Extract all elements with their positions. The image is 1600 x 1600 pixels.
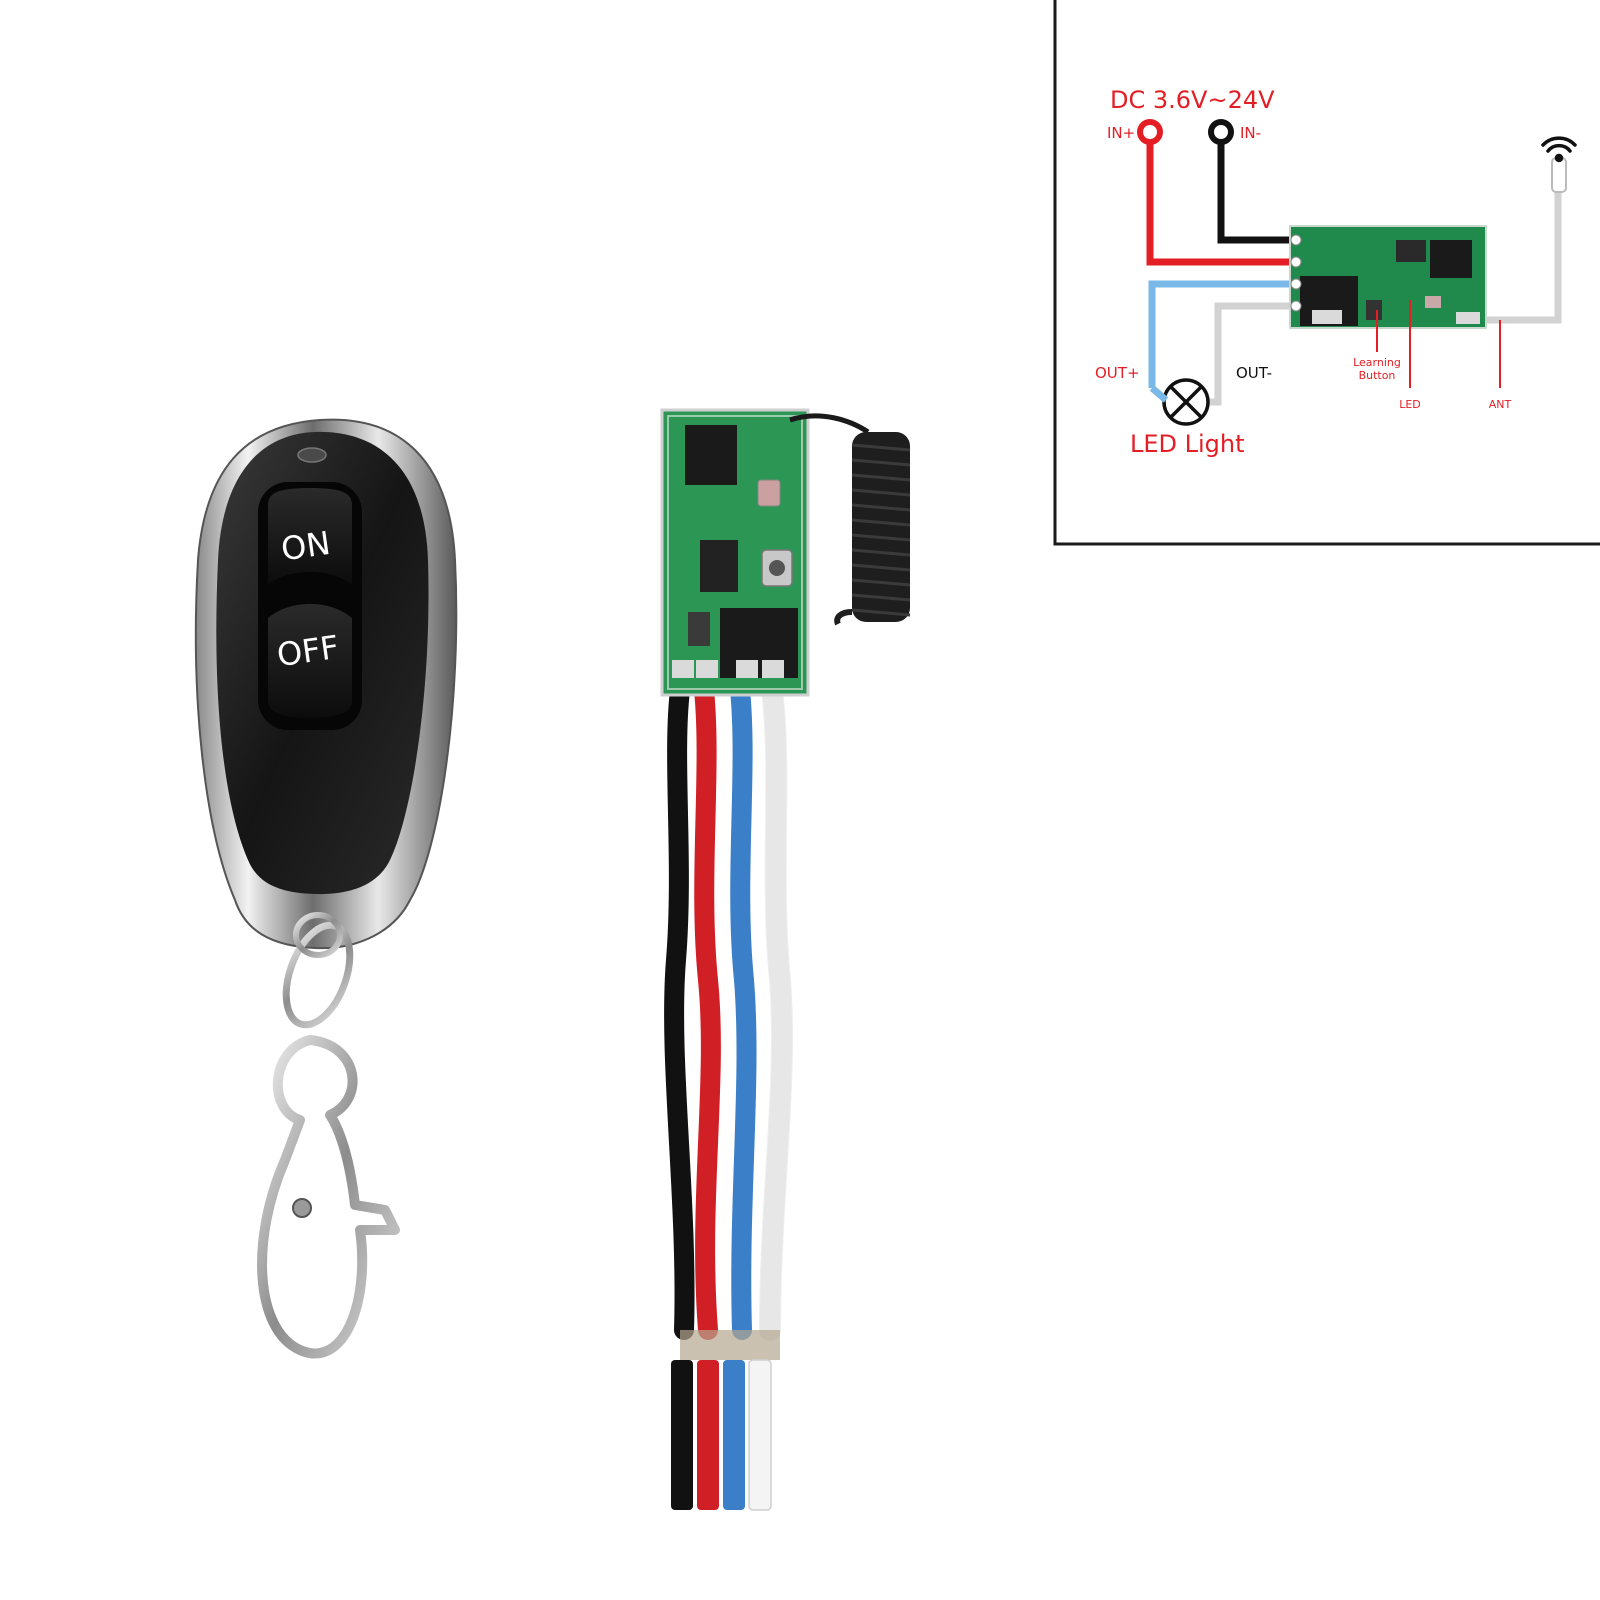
wire-blue [730, 680, 757, 1340]
diagram-wire-in-plus [1146, 140, 1296, 266]
diagram-wire-in-minus [1217, 140, 1296, 244]
off-button-label: OFF [275, 628, 342, 674]
in-plus-label: IN+ [1107, 124, 1135, 142]
clasp-rivet [292, 1198, 312, 1218]
diagram-pcb [1289, 225, 1487, 329]
receiver-antenna-lead [789, 413, 870, 435]
receiver-wires [664, 679, 794, 1511]
wire-end-red [697, 1360, 719, 1510]
ant-label: ANT [1489, 398, 1512, 411]
keyring-small [293, 912, 343, 958]
receiver-regulator [700, 540, 738, 592]
learning-button-label-1: Learning [1353, 356, 1401, 369]
on-button[interactable]: ON [268, 488, 352, 585]
wire-white [760, 680, 793, 1340]
out-minus-label: OUT- [1236, 364, 1272, 382]
wire-black [664, 680, 695, 1340]
terminal-in-minus [1208, 119, 1234, 145]
remote-indicator-led [297, 447, 327, 463]
wire-red [694, 680, 721, 1340]
terminal-in-plus [1137, 119, 1163, 145]
wiring-diagram: DC 3.6V~24V IN+ IN- OUT+ OUT- LED Light … [1053, 0, 1600, 546]
wire-end-black [671, 1360, 693, 1510]
supply-voltage-label: DC 3.6V~24V [1110, 86, 1275, 114]
diagram-wire-out-minus [1208, 302, 1296, 406]
led-label: LED [1399, 398, 1421, 411]
led-light-label: LED Light [1130, 430, 1245, 458]
coil-antenna [834, 432, 911, 626]
receiver-module [660, 408, 911, 1511]
wire-end-white [748, 1359, 772, 1511]
remote-key-fob: ON OFF [194, 418, 458, 1359]
wireless-signal-icon [1541, 136, 1577, 163]
wire-strands [680, 1330, 780, 1360]
receiver-pads [672, 660, 784, 678]
diagram-wire-ant [1485, 188, 1562, 324]
on-button-label: ON [279, 524, 333, 568]
receiver-chip [685, 425, 737, 485]
diagram-antenna-tip [1551, 157, 1567, 193]
keychain-clasp [257, 1035, 400, 1359]
receiver-mosfet [720, 608, 798, 678]
receiver-crystal [757, 479, 781, 507]
wire-end-blue [723, 1360, 745, 1510]
led-light-icon [1162, 378, 1210, 426]
in-minus-label: IN- [1240, 124, 1261, 142]
diagram-wire-out-plus [1148, 280, 1296, 388]
out-plus-label: OUT+ [1095, 364, 1140, 382]
off-button[interactable]: OFF [268, 604, 352, 718]
learning-button-label-2: Button [1359, 369, 1396, 382]
